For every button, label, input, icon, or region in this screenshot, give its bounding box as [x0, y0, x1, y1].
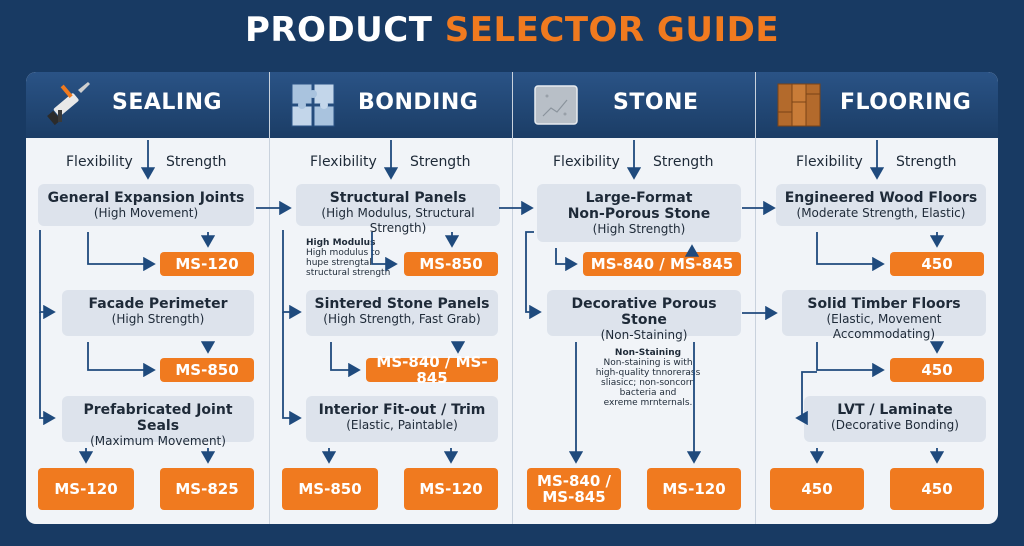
column-flooring: FLOORING Flexibility Strength Engineered… [755, 72, 998, 524]
column-title: STONE [613, 90, 699, 115]
column-bonding: BONDING Flexibility Strength Structural … [269, 72, 513, 524]
box-decorative-porous-stone: Decorative Porous Stone(Non-Staining) [547, 290, 741, 342]
high-modulus-note: High Modulus High modulus to hupe streng… [306, 238, 391, 278]
box-lvt-laminate: LVT / Laminate(Decorative Bonding) [804, 396, 986, 442]
caulk-gun-icon [47, 82, 90, 126]
product-ms-120: MS-120 [160, 252, 254, 276]
product-450: 450 [770, 468, 864, 510]
wood-planks-icon [777, 83, 821, 127]
column-title: BONDING [358, 90, 479, 115]
non-staining-note: Non-Staining Non-staining is with high-q… [595, 348, 701, 408]
flexibility-label: Flexibility [66, 154, 133, 170]
selector-panel: SEALING Flexibility Strength General Exp… [26, 72, 998, 524]
strength-label: Strength [896, 154, 957, 170]
product-ms-120: MS-120 [404, 468, 498, 510]
product-450: 450 [890, 358, 984, 382]
box-solid-timber-floors: Solid Timber Floors(Elastic, Movement Ac… [782, 290, 986, 341]
column-sealing: SEALING Flexibility Strength General Exp… [26, 72, 269, 524]
box-prefabricated-joint-seals: Prefabricated Joint Seals(Maximum Moveme… [62, 396, 254, 448]
box-general-expansion-joints: General Expansion Joints(High Movement) [38, 184, 254, 226]
product-ms-120: MS-120 [38, 468, 134, 510]
product-ms-825: MS-825 [160, 468, 254, 510]
product-ms-120: MS-120 [647, 468, 741, 510]
column-title: FLOORING [840, 90, 972, 115]
page-title: PRODUCT SELECTOR GUIDE [244, 10, 780, 50]
box-structural-panels: Structural Panels(High Modulus, Structur… [296, 184, 500, 235]
product-ms-850: MS-850 [160, 358, 254, 382]
product-450: 450 [890, 468, 984, 510]
box-engineered-wood-floors: Engineered Wood Floors(Moderate Strength… [776, 184, 986, 226]
stone-slab-icon [534, 85, 578, 125]
flexibility-label: Flexibility [796, 154, 863, 170]
column-title: SEALING [112, 90, 223, 115]
product-ms-840-ms-845: MS-840 / MS-845 [366, 354, 498, 386]
product-ms-840-ms-845-stacked: MS-840 /MS-845 [527, 468, 621, 510]
flexibility-label: Flexibility [310, 154, 377, 170]
product-450: 450 [890, 252, 984, 276]
box-sintered-stone-panels: Sintered Stone Panels(High Strength, Fas… [306, 290, 498, 336]
product-ms-850: MS-850 [282, 468, 378, 510]
box-interior-fit-out: Interior Fit-out / Trim(Elastic, Paintab… [306, 396, 498, 442]
puzzle-icon [291, 83, 335, 127]
flexibility-label: Flexibility [553, 154, 620, 170]
strength-label: Strength [653, 154, 714, 170]
product-ms-840-ms-845: MS-840 / MS-845 [583, 252, 741, 276]
product-ms-850: MS-850 [404, 252, 498, 276]
strength-label: Strength [166, 154, 227, 170]
strength-label: Strength [410, 154, 471, 170]
box-facade-perimeter: Facade Perimeter(High Strength) [62, 290, 254, 336]
